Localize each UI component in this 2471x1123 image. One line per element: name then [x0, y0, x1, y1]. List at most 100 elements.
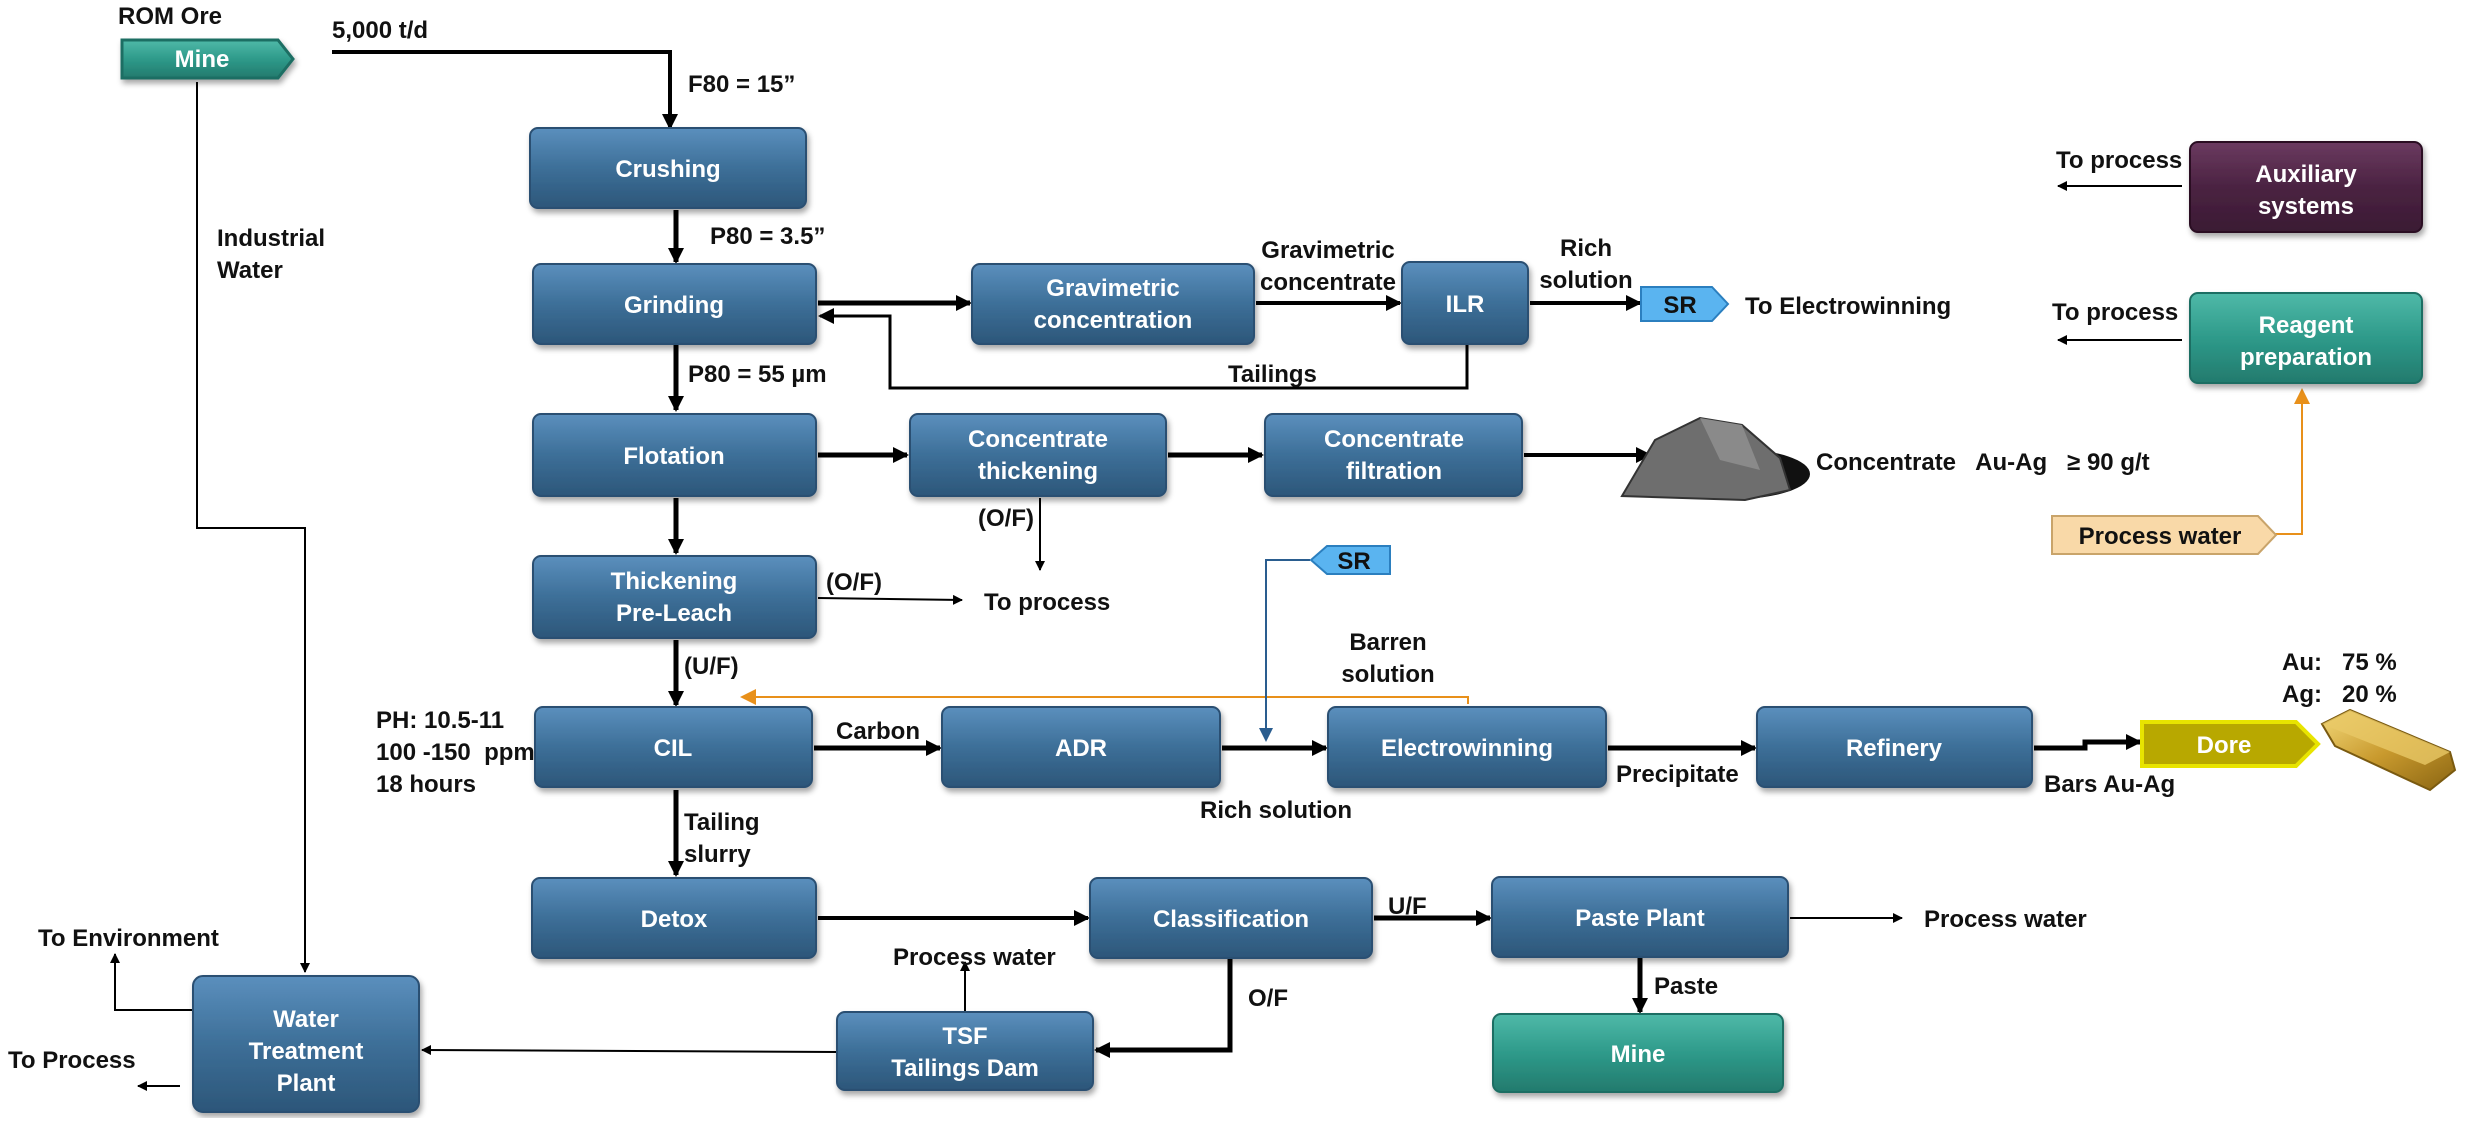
sr-mid-label: SR: [1337, 548, 1370, 575]
box-flotation: Flotation: [532, 413, 817, 497]
box-grinding: Grinding: [532, 263, 817, 345]
process-water-tsf-label: Process water: [893, 944, 1056, 971]
preleach-label-2: Pre-Leach: [616, 600, 732, 627]
carbon-label: Carbon: [836, 718, 920, 745]
reagent-label-1: Reagent: [2259, 312, 2354, 339]
wtp-label-1: Water: [273, 1006, 339, 1033]
dore-tag: Dore: [2140, 720, 2321, 768]
auxiliary-label-1: Auxiliary: [2255, 161, 2357, 188]
rich-solution-adr-label: Rich solution: [1200, 797, 1352, 824]
crushing-label: Crushing: [615, 156, 720, 183]
box-crushing: Crushing: [529, 127, 807, 209]
to-process-aux-label: To process: [2056, 147, 2182, 174]
to-electrowinning-label: To Electrowinning: [1745, 293, 1951, 320]
class-to-tsf-line: [1094, 958, 1233, 1058]
conc-of-label: (O/F): [978, 505, 1034, 532]
sr-tag-mid: SR: [1309, 545, 1391, 575]
refinery-to-dore-line: [2034, 734, 2142, 751]
preleach-of-label: (O/F): [826, 569, 882, 596]
auxiliary-label-2: systems: [2258, 193, 2354, 220]
box-conc-thickening: Concentrate thickening: [909, 413, 1167, 497]
to-environment-label: To Environment: [38, 925, 219, 952]
grav-concentrate-label-2: concentrate: [1260, 269, 1396, 296]
box-classification: Classification: [1089, 877, 1373, 959]
ag-pct-label: Ag: 20 %: [2282, 681, 2397, 708]
ilr-label: ILR: [1446, 291, 1485, 318]
feed-rate-label: 5,000 t/d: [332, 17, 428, 44]
grav-concentrate-label-1: Gravimetric: [1261, 237, 1394, 264]
process-water-paste-label: Process water: [1924, 906, 2087, 933]
cil-conditions-1: PH: 10.5-11: [376, 707, 504, 734]
gravimetric-label-1: Gravimetric: [1046, 275, 1179, 302]
gravimetric-label-2: concentration: [1034, 307, 1193, 334]
grinding-label: Grinding: [624, 292, 724, 319]
class-uf-label: U/F: [1388, 893, 1427, 920]
detox-label: Detox: [641, 906, 708, 933]
conc-filtration-label-2: filtration: [1346, 458, 1442, 485]
bars-au-ag-label: Bars Au-Ag: [2044, 771, 2175, 798]
adr-label: ADR: [1055, 735, 1107, 762]
refinery-label: Refinery: [1846, 735, 1943, 762]
p80-grind-label: P80 = 55 µm: [688, 361, 827, 388]
rich-solution-top-label-1: Rich: [1560, 235, 1612, 262]
conc-thickening-label-1: Concentrate: [968, 426, 1108, 453]
concentrate-pile-icon: [1620, 416, 1810, 502]
box-electrowinning: Electrowinning: [1327, 706, 1607, 788]
tailings-return-line: [818, 308, 1469, 390]
sr-top-label: SR: [1663, 292, 1696, 319]
conc-filtration-label-1: Concentrate: [1324, 426, 1464, 453]
wtp-label-2: Treatment: [249, 1038, 364, 1065]
gold-bar-icon: [2320, 708, 2457, 792]
reagent-label-2: preparation: [2240, 344, 2372, 371]
box-gravimetric: Gravimetric concentration: [971, 263, 1255, 345]
box-thickening-preleach: Thickening Pre-Leach: [532, 555, 817, 639]
flow-lines: [110, 50, 2310, 1091]
tsf-label-2: Tailings Dam: [891, 1055, 1039, 1082]
tailings-label: Tailings: [1228, 361, 1317, 388]
box-ilr: ILR: [1401, 261, 1529, 345]
process-water-tag-label: Process water: [2079, 523, 2242, 550]
electrowinning-label: Electrowinning: [1381, 735, 1553, 762]
preleach-label-1: Thickening: [611, 568, 738, 595]
conc-thickening-label-2: thickening: [978, 458, 1098, 485]
f80-label: F80 = 15”: [688, 71, 795, 98]
mine-source-label: Mine: [175, 46, 230, 73]
cil-conditions-2: 100 -150 ppm: [376, 739, 535, 766]
box-mine-bottom: Mine: [1492, 1013, 1784, 1093]
rom-ore-label: ROM Ore: [118, 3, 222, 30]
annotation-labels: ROM Ore 5,000 t/d F80 = 15” P80 = 3.5” P…: [8, 3, 2397, 1074]
flotation-label: Flotation: [623, 443, 724, 470]
feed-line: [332, 50, 678, 130]
concentrate-grade-label: Concentrate Au-Ag ≥ 90 g/t: [1816, 449, 2150, 476]
box-conc-filtration: Concentrate filtration: [1264, 413, 1523, 497]
preleach-of-line: [817, 594, 963, 605]
industrial-water-label-2: Water: [217, 257, 283, 284]
box-refinery: Refinery: [1756, 706, 2033, 788]
tsf-to-wtp-line: [421, 1045, 839, 1056]
to-process-wtp-label: To Process: [8, 1047, 136, 1074]
box-auxiliary: Auxiliary systems: [2189, 141, 2423, 233]
tailing-slurry-label-1: Tailing: [684, 809, 760, 836]
paste-label: Paste: [1654, 973, 1718, 1000]
box-paste-plant: Paste Plant: [1491, 876, 1789, 958]
barren-solution-label-1: Barren: [1349, 629, 1426, 656]
wtp-to-env-line: [110, 953, 192, 1011]
classification-label: Classification: [1153, 906, 1309, 933]
box-water-treatment: Water Treatment Plant: [192, 975, 420, 1113]
precipitate-label: Precipitate: [1616, 761, 1739, 788]
industrial-water-label-1: Industrial: [217, 225, 325, 252]
preleach-uf-label: (U/F): [684, 653, 739, 680]
sr-tag-top: SR: [1640, 286, 1730, 322]
box-cil: CIL: [534, 706, 813, 788]
mine-source-tag: Mine: [120, 38, 295, 80]
class-of-label: O/F: [1248, 985, 1288, 1012]
cil-conditions-3: 18 hours: [376, 771, 476, 798]
rich-solution-top-label-2: solution: [1539, 267, 1632, 294]
barren-solution-line: [740, 689, 1469, 705]
box-adr: ADR: [941, 706, 1221, 788]
mine-bottom-label: Mine: [1611, 1041, 1666, 1068]
paste-plant-label: Paste Plant: [1575, 905, 1704, 932]
dore-label: Dore: [2197, 732, 2252, 759]
tailing-slurry-label-2: slurry: [684, 841, 751, 868]
process-water-tag: Process water: [2051, 515, 2278, 555]
